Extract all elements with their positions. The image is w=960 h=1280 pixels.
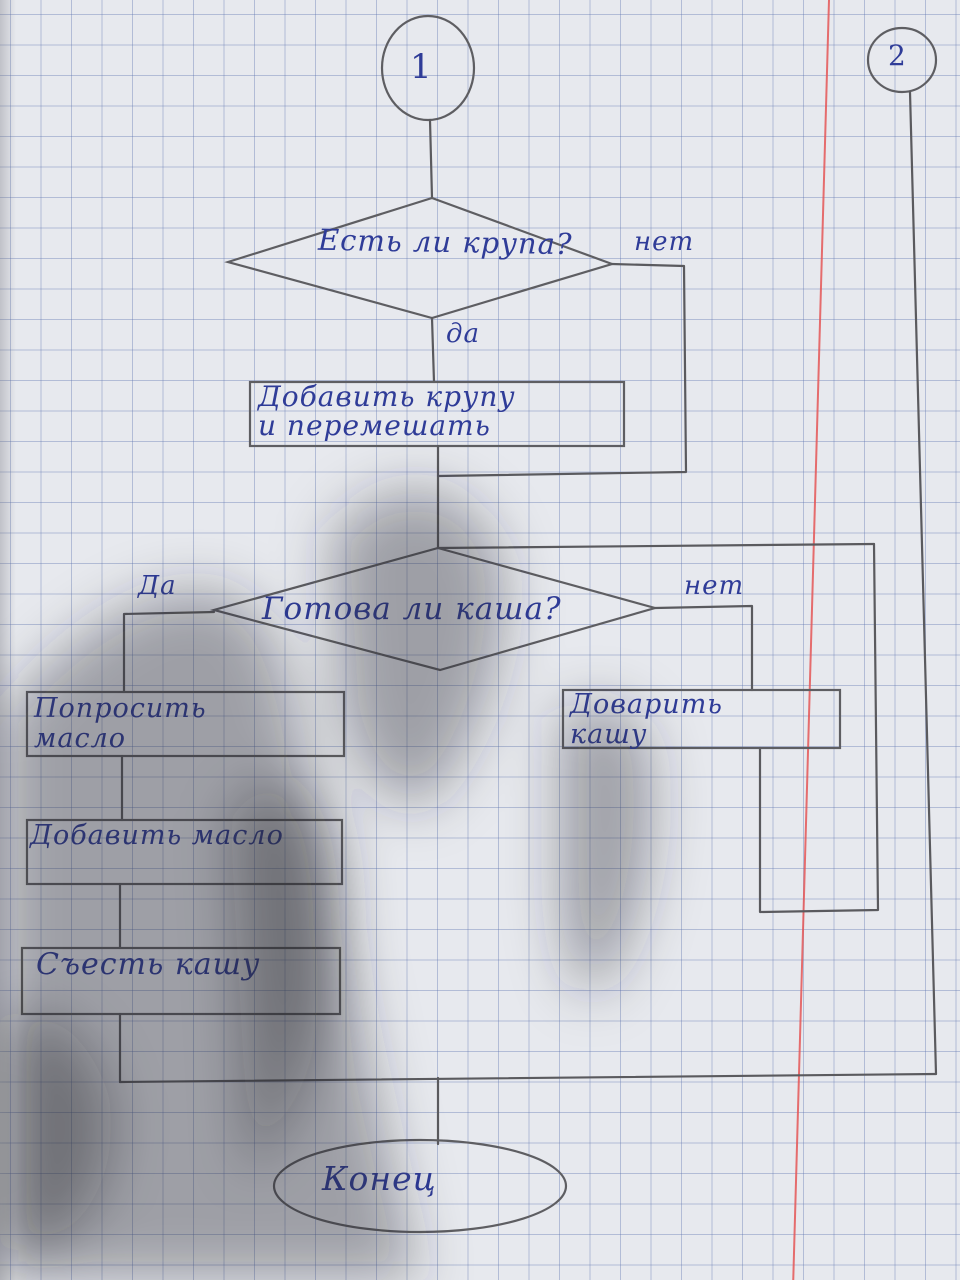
- process-add-grain-text: Добавить крупу и перемешать: [258, 380, 516, 443]
- process-ask-butter-text: Попросить масло: [34, 693, 207, 754]
- flow-line-start-to-decision-1: [428, 118, 434, 200]
- flow-line-loop-top: [436, 542, 876, 550]
- decision-1-yes-label: да: [446, 319, 480, 349]
- terminal-end-text: Конец: [322, 1159, 437, 1198]
- decision-2-yes-label: Да: [138, 571, 177, 601]
- connector-2-label: 2: [888, 39, 907, 72]
- decision-1-no-label: нет: [634, 227, 695, 257]
- flow-line-decision-2-yes: [122, 610, 216, 694]
- decision-1-question: Есть ли крупа?: [317, 222, 573, 262]
- flow-line-connector-2-down: [908, 90, 938, 1076]
- flow-line-loop-right: [758, 542, 880, 914]
- connector-circle-2: [866, 26, 938, 94]
- flow-line-decision-2-no: [653, 604, 754, 692]
- flow-line-decision-1-no: [436, 262, 688, 478]
- flow-line-bottom-join: [118, 1072, 938, 1084]
- process-cook-text: Доварить кашу: [570, 689, 723, 750]
- flow-line-decision-1-yes: [430, 316, 436, 384]
- decision-2-question: Готова ли каша?: [262, 591, 562, 627]
- connector-circle-1: [380, 14, 476, 122]
- connector-1-label: 1: [410, 47, 433, 87]
- process-add-butter-text: Добавить масло: [30, 820, 284, 851]
- process-eat-text: Съесть кашу: [36, 947, 261, 982]
- decision-2-no-label: нет: [684, 571, 745, 601]
